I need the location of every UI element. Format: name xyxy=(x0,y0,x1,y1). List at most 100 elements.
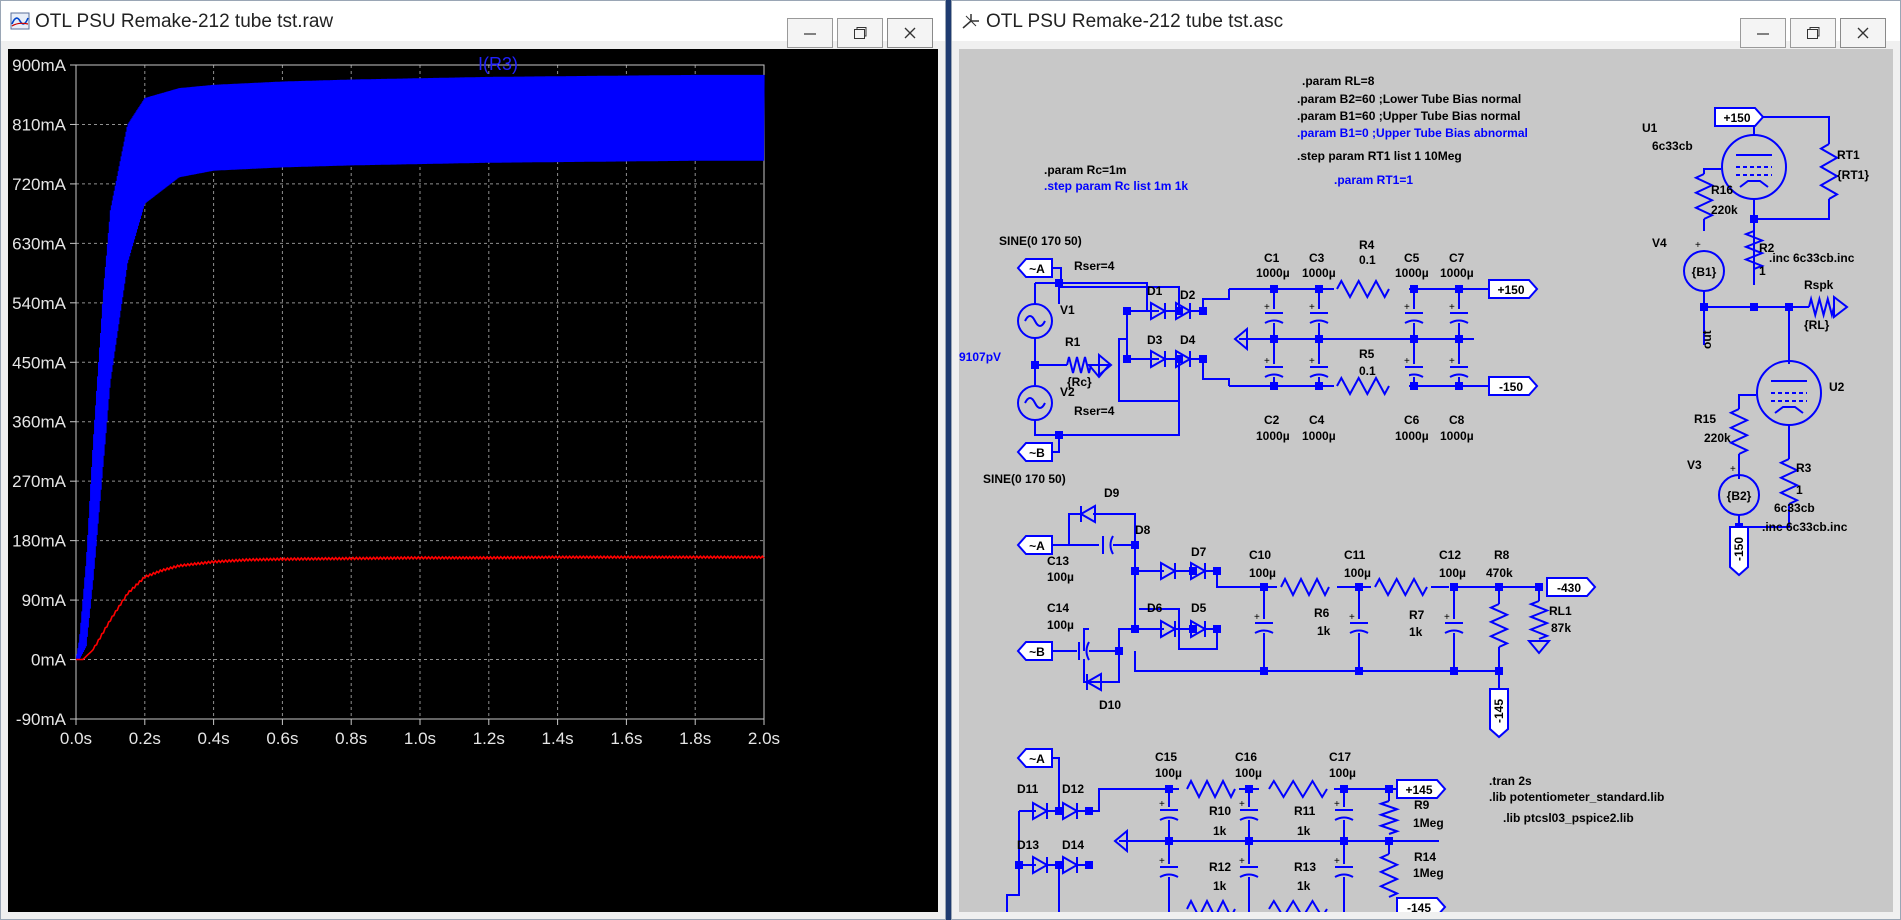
trace-red[interactable] xyxy=(76,554,765,661)
flag-b[interactable] xyxy=(1016,442,1053,462)
capacitor-upper-2[interactable] xyxy=(1404,312,1424,324)
resistor-r13[interactable] xyxy=(1268,899,1328,912)
diode-d8[interactable] xyxy=(1160,561,1178,581)
schematic-directives[interactable]: .param RL=8.param B2=60 ;Lower Tube Bias… xyxy=(959,74,1855,825)
flag-minus-150[interactable] xyxy=(1488,376,1539,396)
flag-minus-150-u2[interactable] xyxy=(1729,526,1749,577)
diode-d13[interactable] xyxy=(1032,855,1050,875)
minimize-button[interactable] xyxy=(1740,18,1786,48)
resistor-r15[interactable] xyxy=(1728,408,1750,455)
maximize-button[interactable] xyxy=(837,18,883,48)
resistor-rl1[interactable] xyxy=(1528,600,1550,640)
tube-u2[interactable] xyxy=(1756,360,1822,426)
capacitor-c14[interactable] xyxy=(1078,641,1090,661)
diode-d14[interactable] xyxy=(1062,855,1080,875)
flag-b-mid[interactable] xyxy=(1016,641,1053,661)
capacitor-c13[interactable] xyxy=(1102,535,1114,555)
schematic-label: 1 xyxy=(1759,264,1766,278)
resistor-r8[interactable] xyxy=(1488,603,1510,648)
diode-d9[interactable] xyxy=(1078,504,1096,524)
capacitor-upper-0[interactable] xyxy=(1264,312,1284,324)
diode-d1[interactable] xyxy=(1150,301,1168,321)
resistor-r9[interactable] xyxy=(1377,800,1401,835)
schematic-components[interactable] xyxy=(1017,134,1840,912)
capacitor-c15[interactable] xyxy=(1159,809,1179,821)
trace-i-r3[interactable] xyxy=(75,74,765,661)
diode-d2[interactable] xyxy=(1175,301,1193,321)
capacitor-lower-3[interactable] xyxy=(1449,366,1469,378)
flag-minus-430-label: -430 xyxy=(1557,581,1581,595)
capacitor-c16[interactable] xyxy=(1239,809,1259,821)
schematic-canvas[interactable]: ~A~B+150-150~A~B-145-430~A+145-145+150-1… xyxy=(959,49,1893,912)
schematic-drawing[interactable]: ~A~B+150-150~A~B-145-430~A+145-145+150-1… xyxy=(959,49,1893,912)
flag-a-top[interactable] xyxy=(1016,258,1053,278)
resistor-r3[interactable] xyxy=(1778,458,1800,505)
diode-d3[interactable] xyxy=(1150,349,1168,369)
tube-u1[interactable] xyxy=(1721,134,1787,200)
diode-d5[interactable] xyxy=(1190,619,1208,639)
resistor-r6[interactable] xyxy=(1280,576,1330,598)
flag-a-mid[interactable] xyxy=(1016,535,1053,555)
ground-flag-bottom[interactable] xyxy=(1113,828,1128,854)
resistor-r16[interactable] xyxy=(1693,173,1715,220)
resistor-r14[interactable] xyxy=(1378,853,1400,898)
ground-flag-rspk[interactable] xyxy=(1833,294,1849,320)
resistor-r1[interactable] xyxy=(1066,356,1092,374)
capacitor-c12[interactable] xyxy=(1444,622,1464,634)
plot-titlebar[interactable]: OTL PSU Remake-212 tube tst.raw xyxy=(1,1,945,48)
source-v1[interactable] xyxy=(1017,303,1053,339)
capacitor-bottom-1[interactable] xyxy=(1239,866,1259,878)
capacitor-bottom-2[interactable] xyxy=(1334,866,1354,878)
resistor-r10[interactable] xyxy=(1186,778,1236,800)
trace-label-i-r3[interactable]: I(R3) xyxy=(478,54,518,74)
resistor-r2[interactable] xyxy=(1743,230,1765,270)
flag-plus-150-u1[interactable] xyxy=(1714,107,1765,127)
capacitor-lower-0[interactable] xyxy=(1264,366,1284,378)
resistor-r12[interactable] xyxy=(1186,898,1236,912)
capacitor-upper-1[interactable] xyxy=(1309,312,1329,324)
source-v3[interactable] xyxy=(1718,474,1760,516)
capacitor-c17[interactable] xyxy=(1334,809,1354,821)
resistor-r7[interactable] xyxy=(1374,576,1428,598)
diode-d12[interactable] xyxy=(1062,801,1080,821)
minimize-button[interactable] xyxy=(787,18,833,48)
close-button[interactable] xyxy=(887,18,933,48)
resistor-r4[interactable] xyxy=(1336,278,1390,300)
capacitor-lower-1[interactable] xyxy=(1309,366,1329,378)
capacitor-upper-3[interactable] xyxy=(1449,312,1469,324)
ground-rl1[interactable] xyxy=(1526,640,1552,655)
schematic-net-flags[interactable]: ~A~B+150-150~A~B-145-430~A+145-145+150-1… xyxy=(1016,107,1849,912)
diode-d4[interactable] xyxy=(1175,349,1193,369)
schematic-window[interactable]: OTL PSU Remake-212 tube tst.asc ~A~B+150… xyxy=(951,0,1901,920)
capacitor-bottom-0[interactable] xyxy=(1159,866,1179,878)
diode-d7[interactable] xyxy=(1190,561,1208,581)
close-button[interactable] xyxy=(1840,18,1886,48)
flag-a-bottom[interactable] xyxy=(1016,748,1053,768)
diode-d6[interactable] xyxy=(1160,619,1178,639)
flag-minus-145-bottom[interactable] xyxy=(1396,897,1447,912)
flag-plus-150[interactable] xyxy=(1488,279,1539,299)
ground-flag-r1[interactable] xyxy=(1098,352,1113,378)
schematic-titlebar[interactable]: OTL PSU Remake-212 tube tst.asc xyxy=(952,1,1900,48)
diode-d11[interactable] xyxy=(1032,801,1050,821)
flag-minus-145[interactable] xyxy=(1489,688,1509,739)
flag-minus-430[interactable] xyxy=(1546,577,1597,597)
schematic-label: D8 xyxy=(1135,523,1151,537)
ground-flag-mid[interactable] xyxy=(1233,326,1248,352)
source-v2[interactable] xyxy=(1017,385,1053,421)
capacitor-c11[interactable] xyxy=(1349,622,1369,634)
resistor-rspk[interactable] xyxy=(1808,295,1835,319)
resistor-r5[interactable] xyxy=(1336,375,1390,397)
source-v4[interactable] xyxy=(1683,250,1725,292)
waveform-plot[interactable]: 900mA810mA720mA630mA540mA450mA360mA270mA… xyxy=(8,49,938,912)
resistor-rt1[interactable] xyxy=(1818,143,1840,200)
plot-traces[interactable] xyxy=(75,74,765,661)
capacitor-c10[interactable] xyxy=(1254,622,1274,634)
flag-plus-145[interactable] xyxy=(1396,779,1447,799)
diode-d10[interactable] xyxy=(1084,672,1102,692)
resistor-r11[interactable] xyxy=(1268,779,1328,799)
maximize-button[interactable] xyxy=(1790,18,1836,48)
